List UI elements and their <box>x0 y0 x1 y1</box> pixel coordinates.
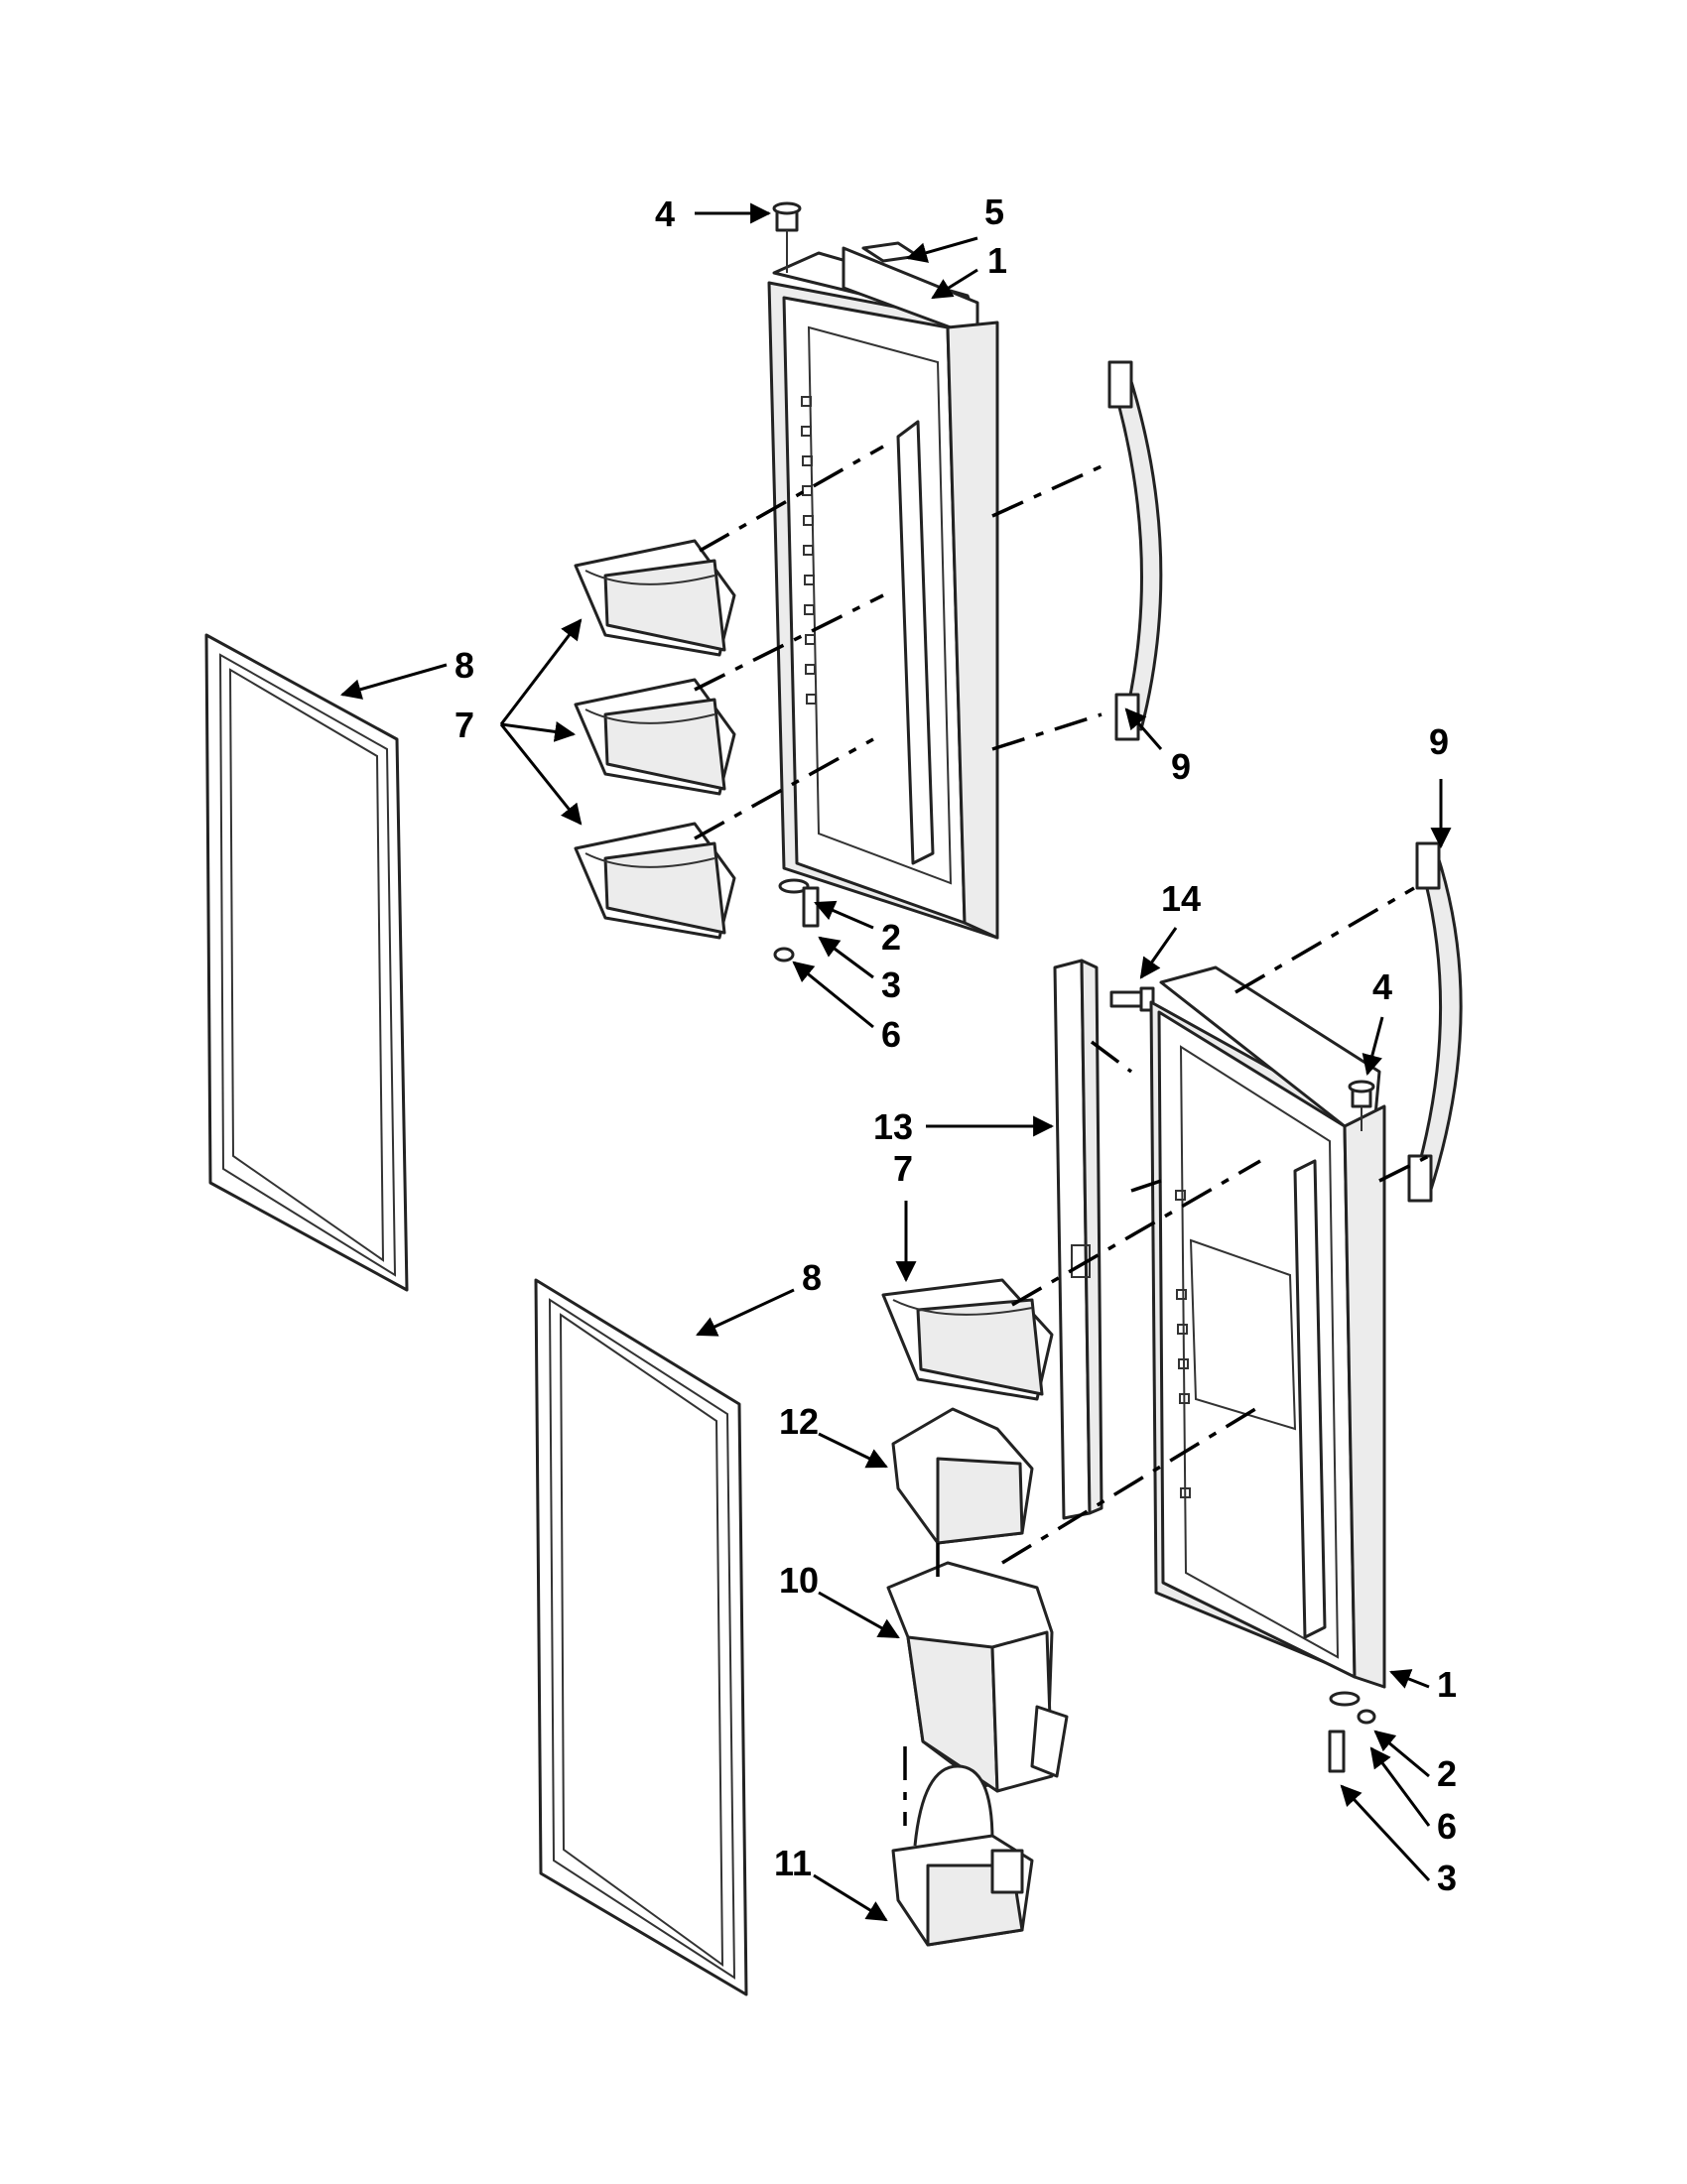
callout-6: 6 <box>1437 1806 1457 1847</box>
hinge-pin-right <box>1348 1080 1375 1131</box>
lower-hinge-hardware-left <box>773 878 820 963</box>
callout-2: 2 <box>1437 1753 1457 1794</box>
callout-9: 9 <box>1429 721 1449 762</box>
refrigerator-door-right <box>1149 965 1386 1689</box>
callout-12: 12 <box>779 1401 819 1442</box>
callout-8: 8 <box>802 1257 822 1298</box>
callout-10: 10 <box>779 1560 819 1601</box>
callout-1: 1 <box>1437 1664 1457 1705</box>
door-shelf-slots-right <box>1175 1190 1191 1498</box>
dispenser-housing <box>886 1561 1069 1793</box>
door-handle-upper <box>1107 360 1163 741</box>
callout-9: 9 <box>1171 746 1191 787</box>
callout-13: 13 <box>873 1106 913 1147</box>
lower-hinge-hardware-right <box>1328 1691 1376 1773</box>
callout-labels: 4 5 1 8 7 9 2 3 6 9 14 4 13 7 8 12 10 1 … <box>454 192 1457 1898</box>
callout-7: 7 <box>893 1148 913 1189</box>
callout-4: 4 <box>655 193 675 234</box>
door-bin-4 <box>881 1278 1054 1401</box>
callout-4: 4 <box>1372 966 1392 1007</box>
door-bin-3 <box>574 822 736 940</box>
callout-3: 3 <box>881 964 901 1005</box>
callout-3: 3 <box>1437 1858 1457 1898</box>
callout-2: 2 <box>881 917 901 958</box>
mullion-screw <box>1109 986 1155 1012</box>
center-mullion <box>1053 959 1103 1520</box>
door-gasket-left <box>204 633 409 1292</box>
assembly-lines <box>694 445 1430 1826</box>
door-handle-lower <box>1407 841 1463 1203</box>
callout-11: 11 <box>774 1843 812 1883</box>
door-gasket-lower <box>534 1278 748 1996</box>
ice-storage-bin <box>891 1764 1034 1947</box>
callout-6: 6 <box>881 1014 901 1055</box>
door-bin-2 <box>574 678 736 796</box>
callout-1: 1 <box>987 240 1007 281</box>
refrigerator-door-left <box>767 246 999 940</box>
callout-5: 5 <box>984 192 1004 232</box>
ice-bin-bracket <box>891 1407 1034 1545</box>
callout-8: 8 <box>454 645 474 686</box>
door-bin-1 <box>574 539 736 657</box>
leader-arrows <box>339 202 1452 1922</box>
door-shelf-slots <box>801 396 817 705</box>
callout-7: 7 <box>454 705 474 745</box>
callout-14: 14 <box>1161 878 1201 919</box>
hinge-pin-top <box>772 201 802 273</box>
